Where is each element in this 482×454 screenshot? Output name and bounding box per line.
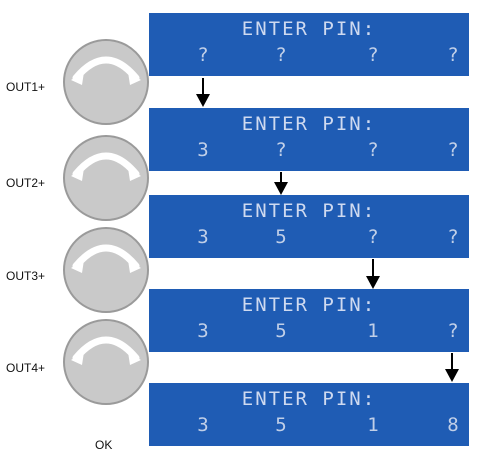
ok-label: OK (95, 438, 113, 452)
lcd-screen-4: ENTER PIN: 3 5 1 ? (149, 289, 469, 352)
lcd-title: ENTER PIN: (241, 200, 377, 222)
arrow-down-icon (445, 353, 459, 382)
lcd-screen-2: ENTER PIN: 3 ? ? ? (149, 108, 469, 171)
lcd-screen-5: ENTER PIN: 3 5 1 8 (149, 383, 469, 446)
pin-digit-4: ? (447, 226, 459, 248)
pin-digit-2: ? (275, 44, 287, 66)
lcd-title: ENTER PIN: (241, 294, 377, 316)
pin-digit-1: 3 (197, 414, 209, 436)
pin-digit-4: ? (447, 320, 459, 342)
pin-digit-4: ? (447, 44, 459, 66)
arrow-down-icon (274, 172, 288, 195)
rotary-knob-icon[interactable] (62, 38, 150, 126)
pin-digit-1: 3 (197, 139, 209, 161)
pin-digit-2: ? (275, 139, 287, 161)
lcd-screen-1: ENTER PIN: ? ? ? ? (149, 13, 469, 76)
pin-digit-1: ? (197, 44, 209, 66)
rotary-knob-icon[interactable] (62, 226, 150, 314)
pin-digit-3: ? (367, 44, 379, 66)
lcd-screen-3: ENTER PIN: 3 5 ? ? (149, 195, 469, 258)
pin-digit-1: 3 (197, 320, 209, 342)
arrow-down-icon (366, 259, 380, 289)
pin-digit-3: 1 (367, 320, 379, 342)
pin-digit-2: 5 (275, 320, 287, 342)
pin-digit-2: 5 (275, 226, 287, 248)
pin-digit-3: 1 (367, 414, 379, 436)
knob-label-out2: OUT2+ (6, 176, 46, 190)
lcd-title: ENTER PIN: (241, 18, 377, 40)
lcd-title: ENTER PIN: (241, 388, 377, 410)
rotary-knob-icon[interactable] (62, 318, 150, 406)
knob-label-out3: OUT3+ (6, 269, 46, 283)
rotary-knob-icon[interactable] (62, 134, 150, 222)
pin-digit-2: 5 (275, 414, 287, 436)
pin-digit-4: 8 (447, 414, 459, 436)
lcd-title: ENTER PIN: (241, 113, 377, 135)
pin-digit-1: 3 (197, 226, 209, 248)
knob-label-out4: OUT4+ (6, 361, 46, 375)
pin-digit-3: ? (367, 226, 379, 248)
pin-digit-4: ? (447, 139, 459, 161)
knob-label-out1: OUT1+ (6, 80, 46, 94)
arrow-down-icon (196, 78, 210, 107)
pin-digit-3: ? (367, 139, 379, 161)
